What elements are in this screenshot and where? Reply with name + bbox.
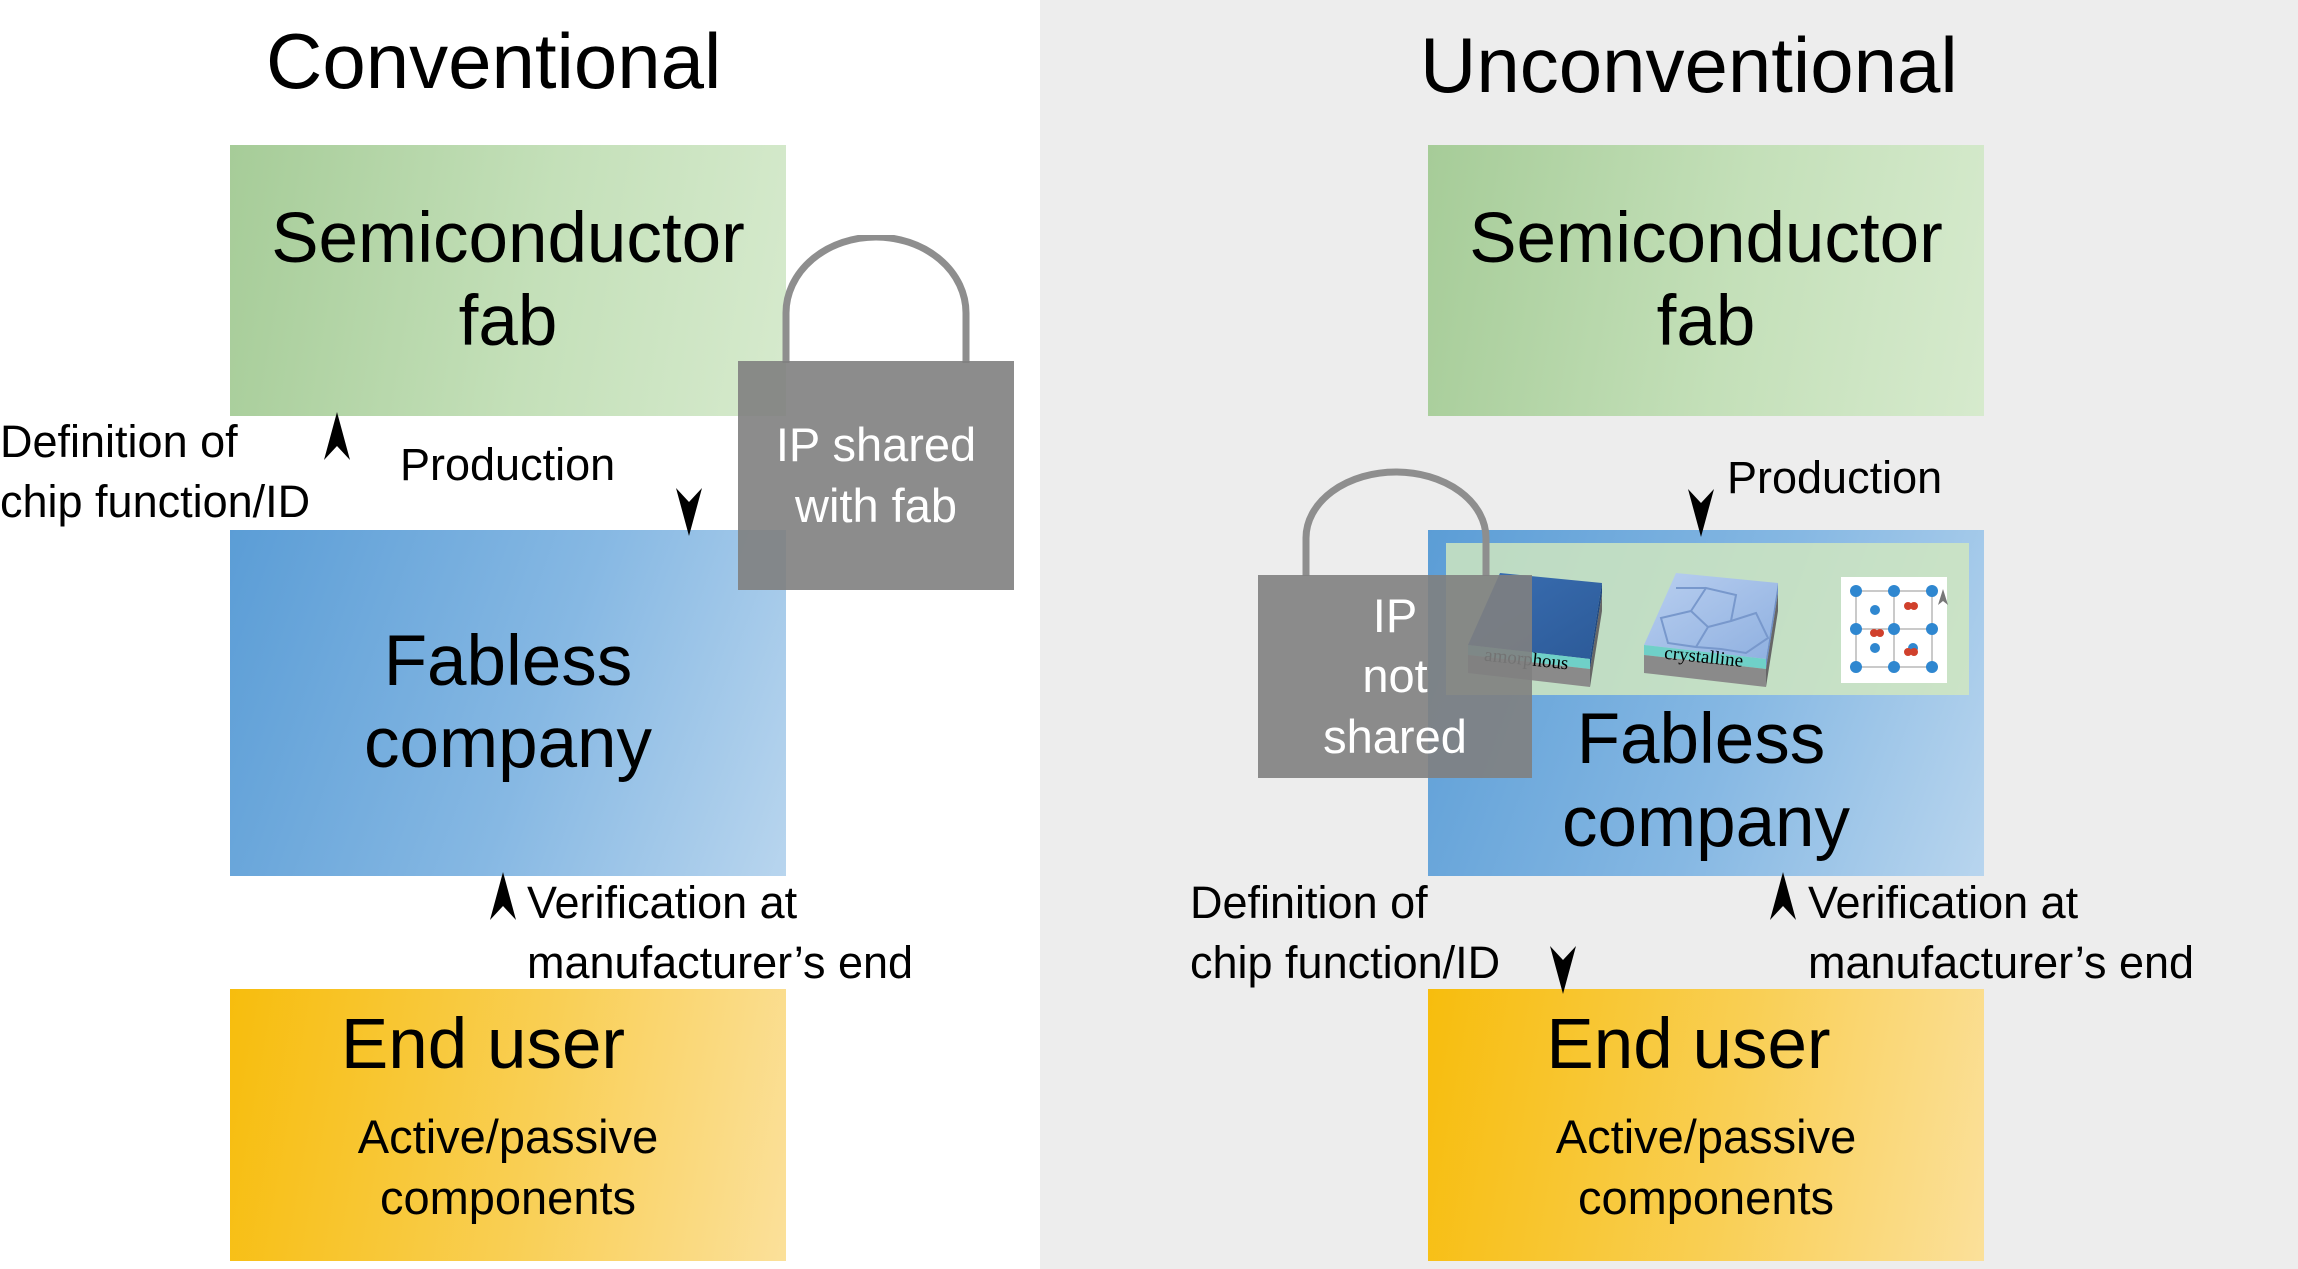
unconventional-end-user-sub1: Active/passive <box>1555 1110 1857 1164</box>
unconventional-definition-line1: Definition of <box>1190 877 1428 928</box>
conventional-verification-label: Verification at manufacturer’s end <box>527 873 913 993</box>
conventional-definition-line2: chip function/ID <box>0 476 311 527</box>
conventional-title: Conventional <box>266 17 722 105</box>
unconventional-lock-body: IP not shared <box>1258 575 1532 778</box>
conventional-fab-line2: fab <box>458 281 558 361</box>
unconventional-end-user-sub2: components <box>1577 1171 1835 1225</box>
conventional-definition-arrow-up-icon <box>324 412 350 460</box>
conventional-fabless-line2: company <box>363 704 653 783</box>
unconventional-end-user-title: End user <box>1546 1005 1831 1084</box>
conventional-end-user-title: End user <box>340 1005 626 1084</box>
conventional-fabless-line1: Fabless <box>383 621 633 701</box>
conventional-definition-label: Definition of chip function/ID <box>0 412 310 532</box>
conventional-end-user-sub: Active/passive components <box>358 1106 658 1228</box>
conventional-definition-line1: Definition of <box>0 416 238 467</box>
conventional-fabless-box: Fabless company <box>230 530 786 876</box>
materials-inset: amorphous crystalline <box>1446 543 1969 695</box>
conventional-end-user-box: End user Active/passive components <box>230 989 786 1261</box>
conventional-production-label: Production <box>400 439 616 490</box>
unconventional-end-user-sub: Active/passive components <box>1556 1106 1856 1228</box>
crystalline-slab <box>1644 573 1778 687</box>
unconventional-definition-label: Definition of chip function/ID <box>1190 873 1500 993</box>
conventional-ip-lock: IP shared with fab <box>738 235 1014 590</box>
unconventional-verification-arrow-up-icon <box>1770 872 1796 920</box>
unconventional-production-arrow-down-icon <box>1688 489 1714 537</box>
unconventional-fab-box: Semiconductor fab <box>1428 145 1984 416</box>
unconventional-fab-line2: fab <box>1656 281 1756 361</box>
unconventional-verification-line1: Verification at <box>1808 877 2079 928</box>
unconventional-verification-label: Verification at manufacturer’s end <box>1808 873 2194 993</box>
conventional-fab-line1: Semiconductor <box>271 199 745 279</box>
conventional-lock-shackle-icon <box>782 235 970 363</box>
unconventional-verification-line2: manufacturer’s end <box>1808 937 2195 988</box>
conventional-verification-line2: manufacturer’s end <box>527 937 914 988</box>
conventional-lock-line2: with fab <box>795 478 957 532</box>
unconventional-ip-lock: IP not shared <box>1258 468 1532 778</box>
unconventional-production-label: Production <box>1727 452 1943 503</box>
conventional-production-arrow-down-icon <box>676 488 702 536</box>
conventional-fab-box: Semiconductor fab <box>230 145 786 416</box>
unconventional-title: Unconventional <box>1420 21 1958 109</box>
unconventional-fab-line1: Semiconductor <box>1469 199 1943 279</box>
unconventional-definition-line2: chip function/ID <box>1190 937 1501 988</box>
unconventional-lock-shackle-icon <box>1302 468 1490 576</box>
unconventional-definition-arrow-down-icon <box>1550 946 1576 994</box>
conventional-lock-body: IP shared with fab <box>738 361 1014 590</box>
unconventional-lock-line2: shared <box>1323 709 1467 763</box>
conventional-end-user-sub2: components <box>379 1171 637 1225</box>
unconventional-lock-line1: IP not <box>1362 589 1428 703</box>
unconventional-end-user-box: End user Active/passive components <box>1428 989 1984 1261</box>
conventional-end-user-sub1: Active/passive <box>357 1110 659 1164</box>
conventional-verification-arrow-up-icon <box>490 872 516 920</box>
unconventional-fabless-line1: Fabless <box>1576 700 1826 780</box>
unconventional-fabless-line2: company <box>1561 782 1851 862</box>
crystal-lattice-icon <box>1841 577 1948 683</box>
conventional-verification-line1: Verification at <box>527 877 798 928</box>
conventional-lock-line1: IP shared <box>775 418 977 472</box>
